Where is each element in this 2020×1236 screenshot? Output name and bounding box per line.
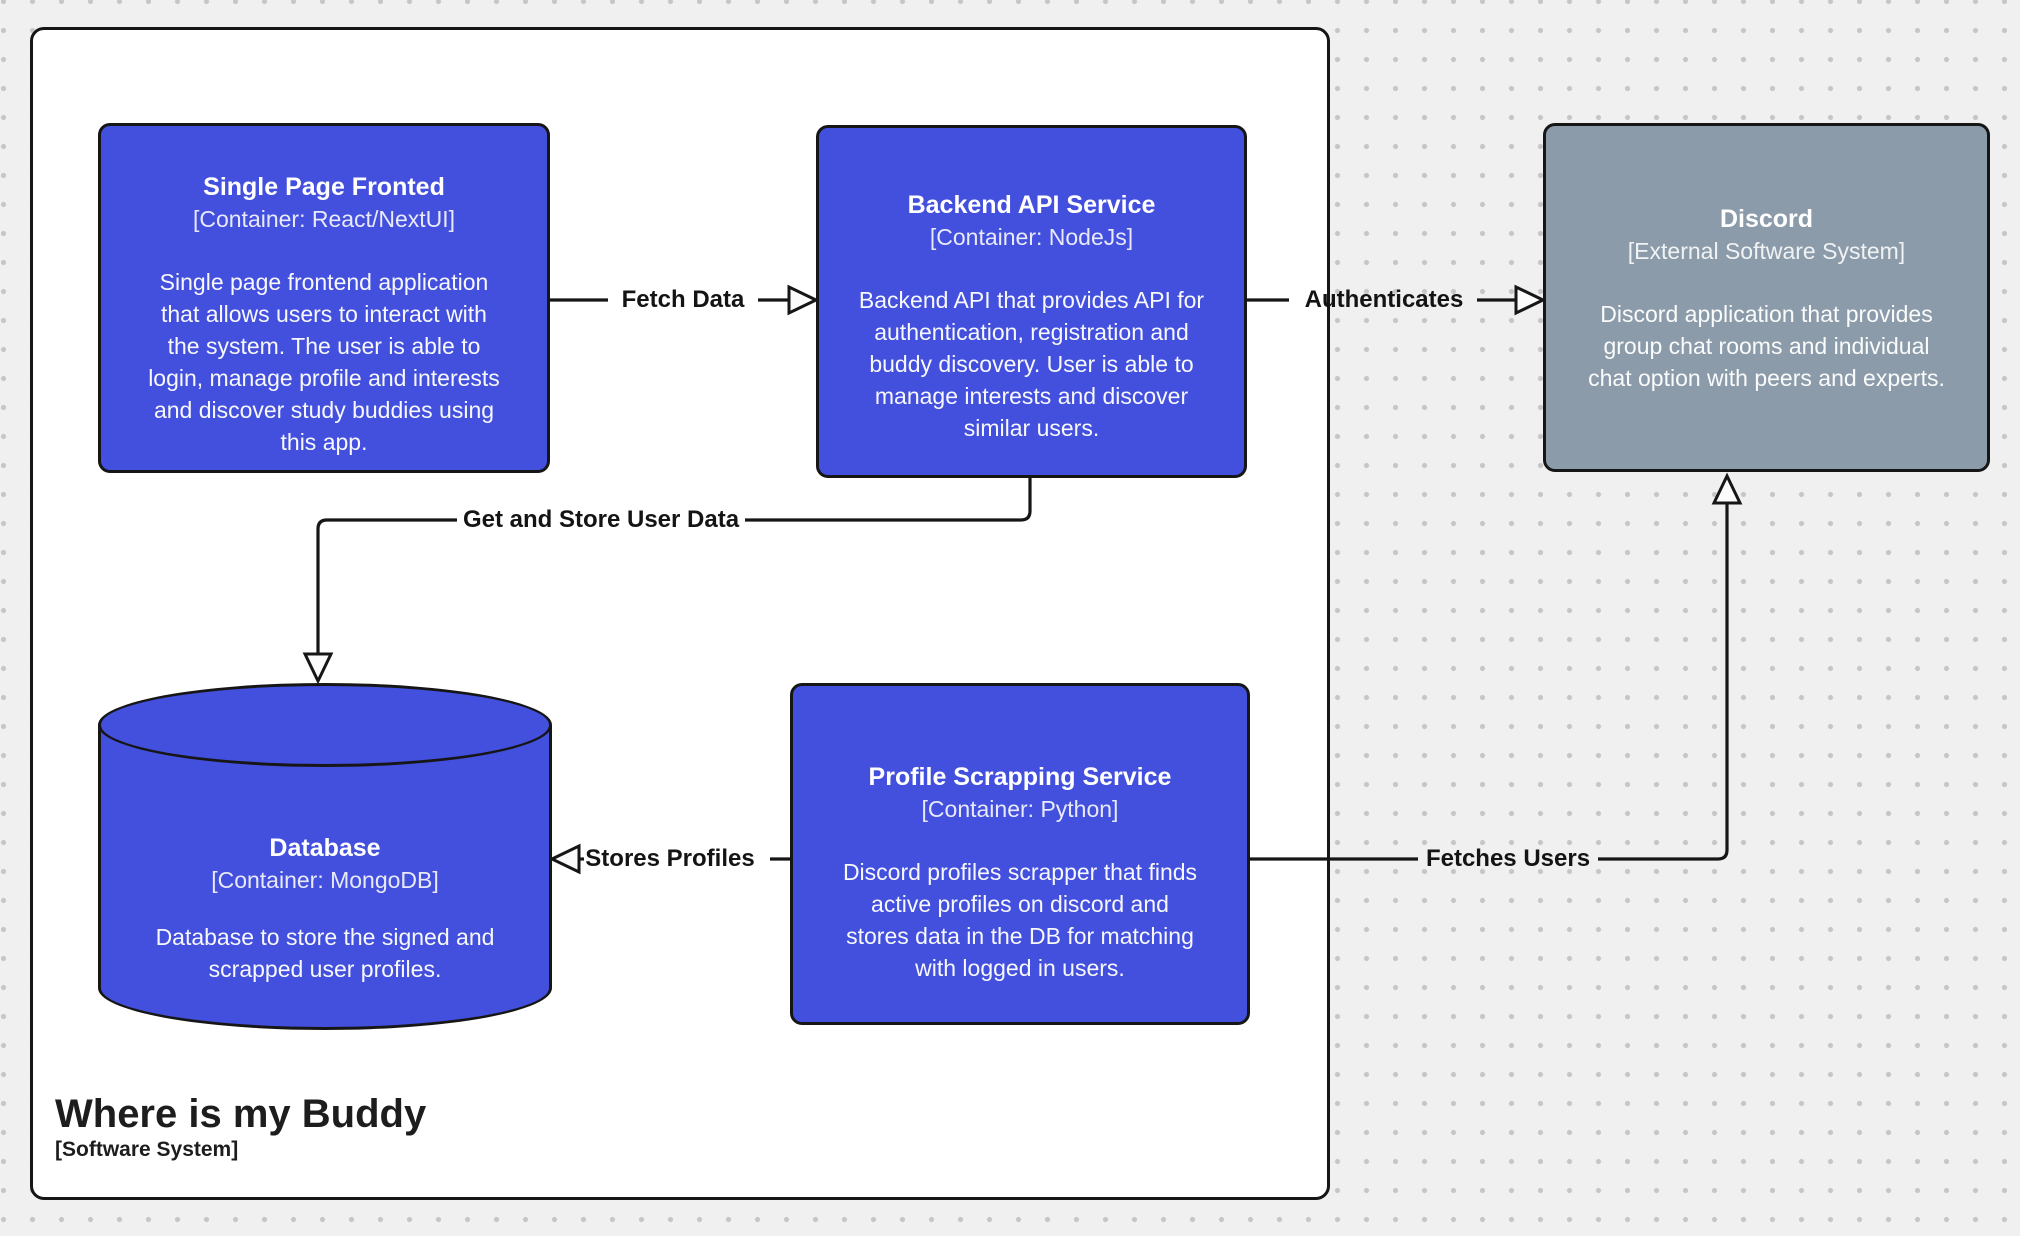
node-subtitle: [Container: NodeJs]	[929, 223, 1134, 250]
relationship-label-fetches-users: Fetches Users	[1425, 845, 1591, 872]
node-title: Profile Scrapping Service	[868, 763, 1172, 791]
system-boundary-title: Where is my Buddy	[55, 1092, 427, 1136]
database-cylinder-content: Database [Container: MongoDB] Database t…	[98, 831, 552, 985]
relationship-label-authenticates: Authenticates	[1304, 286, 1464, 313]
node-title: Single Page Fronted	[203, 173, 445, 201]
node-single-page-frontend[interactable]: Single Page Fronted [Container: React/Ne…	[98, 123, 550, 473]
node-description: Discord application that provides group …	[1588, 300, 1945, 391]
fetches-users-line	[1598, 503, 1729, 861]
system-boundary-label: Where is my Buddy [Software System]	[55, 1091, 426, 1163]
relationship-label-get-and-store-user-data: Get and Store User Data	[462, 506, 740, 533]
relationship-label-stores-profiles: Stores Profiles	[585, 845, 755, 872]
database-cylinder-top	[98, 683, 552, 767]
node-profile-scrapping-service[interactable]: Profile Scrapping Service [Container: Py…	[790, 683, 1250, 1025]
node-subtitle: [Container: MongoDB]	[211, 867, 439, 893]
node-database-cylinder[interactable]: Database [Container: MongoDB] Database t…	[98, 683, 552, 1030]
node-subtitle: [External Software System]	[1627, 237, 1906, 264]
database-cylinder-body	[98, 725, 552, 1030]
relationship-label-fetch-data: Fetch Data	[621, 286, 745, 313]
node-description: Discord profiles scrapper that finds act…	[842, 859, 1198, 981]
node-subtitle: [Container: Python]	[921, 796, 1119, 822]
node-description: Single page frontend application that al…	[148, 269, 500, 455]
node-description: Backend API that provides API for authen…	[858, 286, 1205, 441]
fetches-users-arrowhead	[1711, 472, 1743, 505]
node-title: Backend API Service	[907, 190, 1156, 219]
node-backend-api-service[interactable]: Backend API Service [Container: NodeJs] …	[816, 125, 1247, 478]
authenticates-arrowhead	[1514, 284, 1547, 316]
node-discord-external-system[interactable]: Discord [External Software System] Disco…	[1543, 123, 1990, 472]
node-subtitle: [Container: React/NextUI]	[192, 206, 456, 232]
system-boundary-subtitle: [Software System]	[55, 1138, 239, 1161]
node-title: Database	[269, 834, 381, 862]
node-description: Database to store the signed and scrappe…	[155, 924, 495, 982]
node-title: Discord	[1719, 204, 1814, 233]
